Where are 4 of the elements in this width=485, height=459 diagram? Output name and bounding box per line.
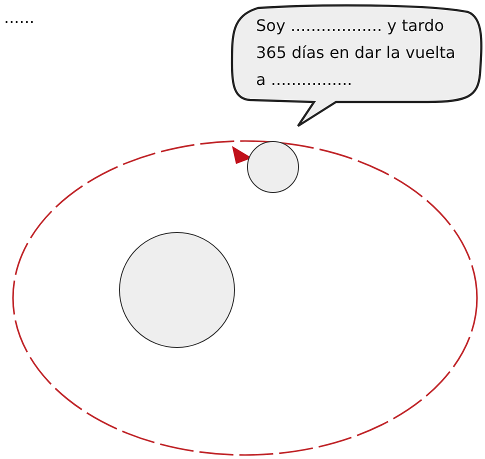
- planet-circle: [247, 141, 299, 193]
- bubble-text: Soy .................. y tardo 365 días en dar la vuelta a ................: [256, 15, 456, 91]
- blank-line: ......: [4, 8, 35, 27]
- speech-bubble: [228, 4, 484, 130]
